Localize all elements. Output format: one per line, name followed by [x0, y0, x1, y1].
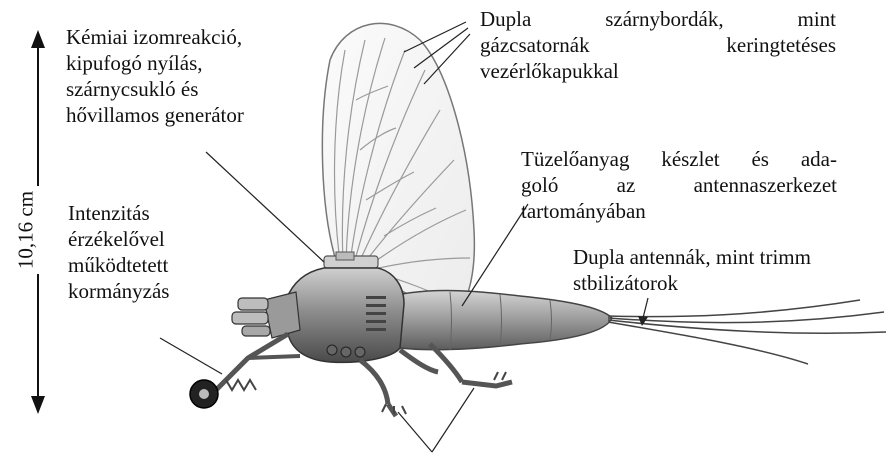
label-height: 10,16 cm — [4, 200, 48, 260]
height-value: 10,16 cm — [14, 191, 39, 269]
label-line: szárnycsukló és — [66, 76, 244, 102]
label-line: gázcsatornák keringtetéses — [480, 32, 836, 58]
label-line: kipufogó nyílás, — [66, 50, 244, 76]
label-line: kormányzás — [68, 278, 169, 304]
label-line: stbilizátorok — [573, 270, 891, 296]
leader-intensity — [160, 338, 222, 374]
label-line: Dupla antennák, mint trimm — [573, 244, 891, 270]
label-line: Kémiai izomreakció, — [66, 24, 244, 50]
label-line: Intenzitás — [68, 200, 169, 226]
label-intensity-steering: Intenzitás érzékelővel működtetett kormá… — [68, 200, 169, 304]
label-line: Tüzelőanyag készlet és ada- — [521, 146, 837, 172]
label-line: hővillamos generátor — [66, 102, 244, 128]
antennae — [608, 300, 886, 364]
label-line: goló az antennaszerkezet — [521, 172, 837, 198]
thorax — [286, 268, 404, 362]
label-chemical-reaction: Kémiai izomreakció, kipufogó nyílás, szá… — [66, 24, 244, 128]
head-exhaust — [232, 292, 300, 338]
label-wing-ribs: Dupla szárnybordák, mint gázcsatornák ke… — [480, 6, 836, 84]
leader-chemical — [206, 152, 324, 262]
leg-feet — [382, 372, 506, 414]
label-antennae: Dupla antennák, mint trimm stbilizátorok — [573, 244, 891, 296]
label-line: vezérlőkapukkal — [480, 58, 836, 84]
label-line: érzékelővel — [68, 226, 169, 252]
abdomen — [378, 291, 612, 351]
label-line: Dupla szárnybordák, mint — [480, 6, 836, 32]
front-leg-wheel — [190, 334, 300, 408]
label-line: tartományában — [521, 198, 837, 224]
leader-legs-1 — [398, 412, 432, 452]
label-fuel-supply: Tüzelőanyag készlet és ada- goló az ante… — [521, 146, 837, 224]
label-line: működtetett — [68, 252, 169, 278]
leader-legs-2 — [432, 388, 474, 452]
